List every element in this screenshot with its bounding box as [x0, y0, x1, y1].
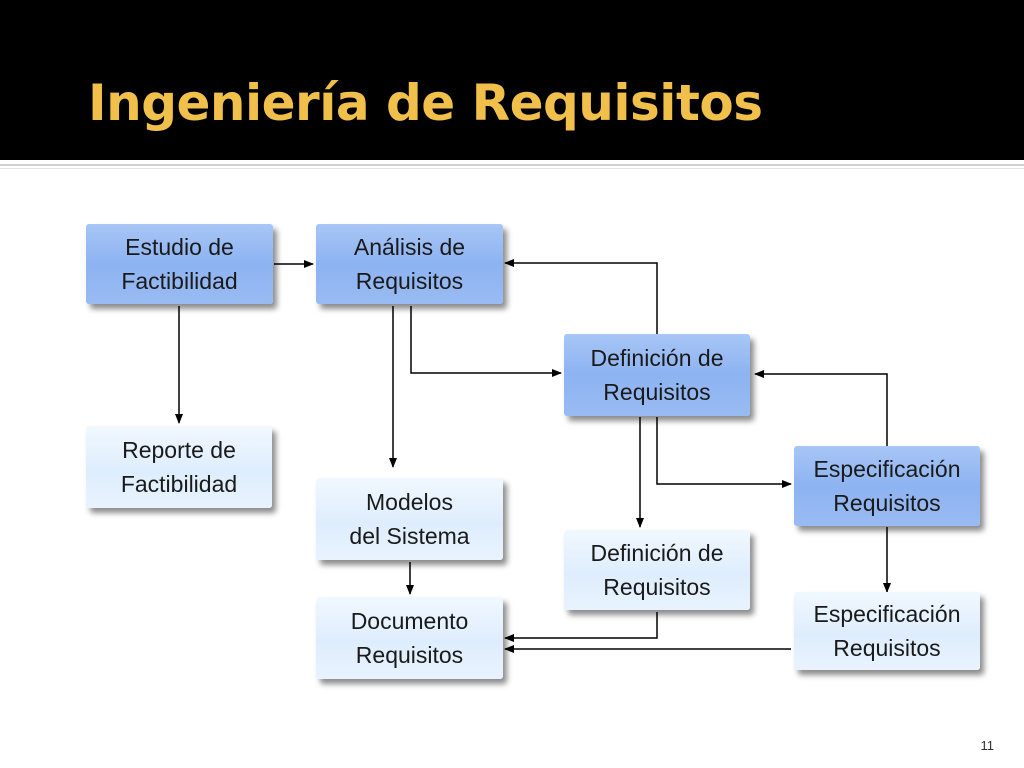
node-definicion-requisitos-doc: Definición de Requisitos [564, 530, 750, 610]
slide-title: Ingeniería de Requisitos [88, 74, 763, 132]
node-analisis-requisitos-label: Análisis de Requisitos [353, 234, 466, 294]
node-modelos-sistema: Modelos del Sistema [316, 478, 503, 560]
node-estudio-factibilidad-label: Estudio de Factibilidad [121, 234, 238, 294]
node-estudio-factibilidad: Estudio de Factibilidad [86, 224, 273, 304]
node-especificacion-requisitos-doc-label: Especificación Requisitos [813, 601, 961, 661]
node-reporte-factibilidad: Reporte de Factibilidad [86, 426, 272, 508]
node-especificacion-requisitos-process-label: Especificación Requisitos [813, 456, 961, 516]
arrow-definicion-to-especificacion [656, 417, 792, 488]
arrow-definicion-doc-to-documento [504, 612, 658, 642]
node-definicion-requisitos-doc-label: Definición de Requisitos [590, 540, 724, 600]
node-reporte-factibilidad-label: Reporte de Factibilidad [120, 437, 238, 497]
page-number: 11 [980, 738, 995, 753]
node-modelos-sistema-label: Modelos del Sistema [349, 489, 470, 549]
node-documento-requisitos: Documento Requisitos [316, 597, 503, 679]
node-definicion-requisitos-process-label: Definición de Requisitos [590, 345, 724, 405]
node-definicion-requisitos-process: Definición de Requisitos [564, 334, 750, 416]
node-analisis-requisitos: Análisis de Requisitos [316, 224, 503, 304]
arrow-analisis-to-definicion [410, 306, 562, 377]
node-especificacion-requisitos-process: Especificación Requisitos [794, 446, 980, 526]
title-divider [0, 164, 1024, 166]
arrow-definicion-feedback-to-analisis [504, 259, 658, 334]
node-especificacion-requisitos-doc: Especificación Requisitos [794, 592, 980, 670]
node-documento-requisitos-label: Documento Requisitos [350, 608, 469, 668]
arrow-especificacion-feedback-to-definicion [754, 370, 888, 446]
title-bar: Ingeniería de Requisitos [0, 0, 1024, 160]
title-divider-thin [0, 168, 1024, 169]
